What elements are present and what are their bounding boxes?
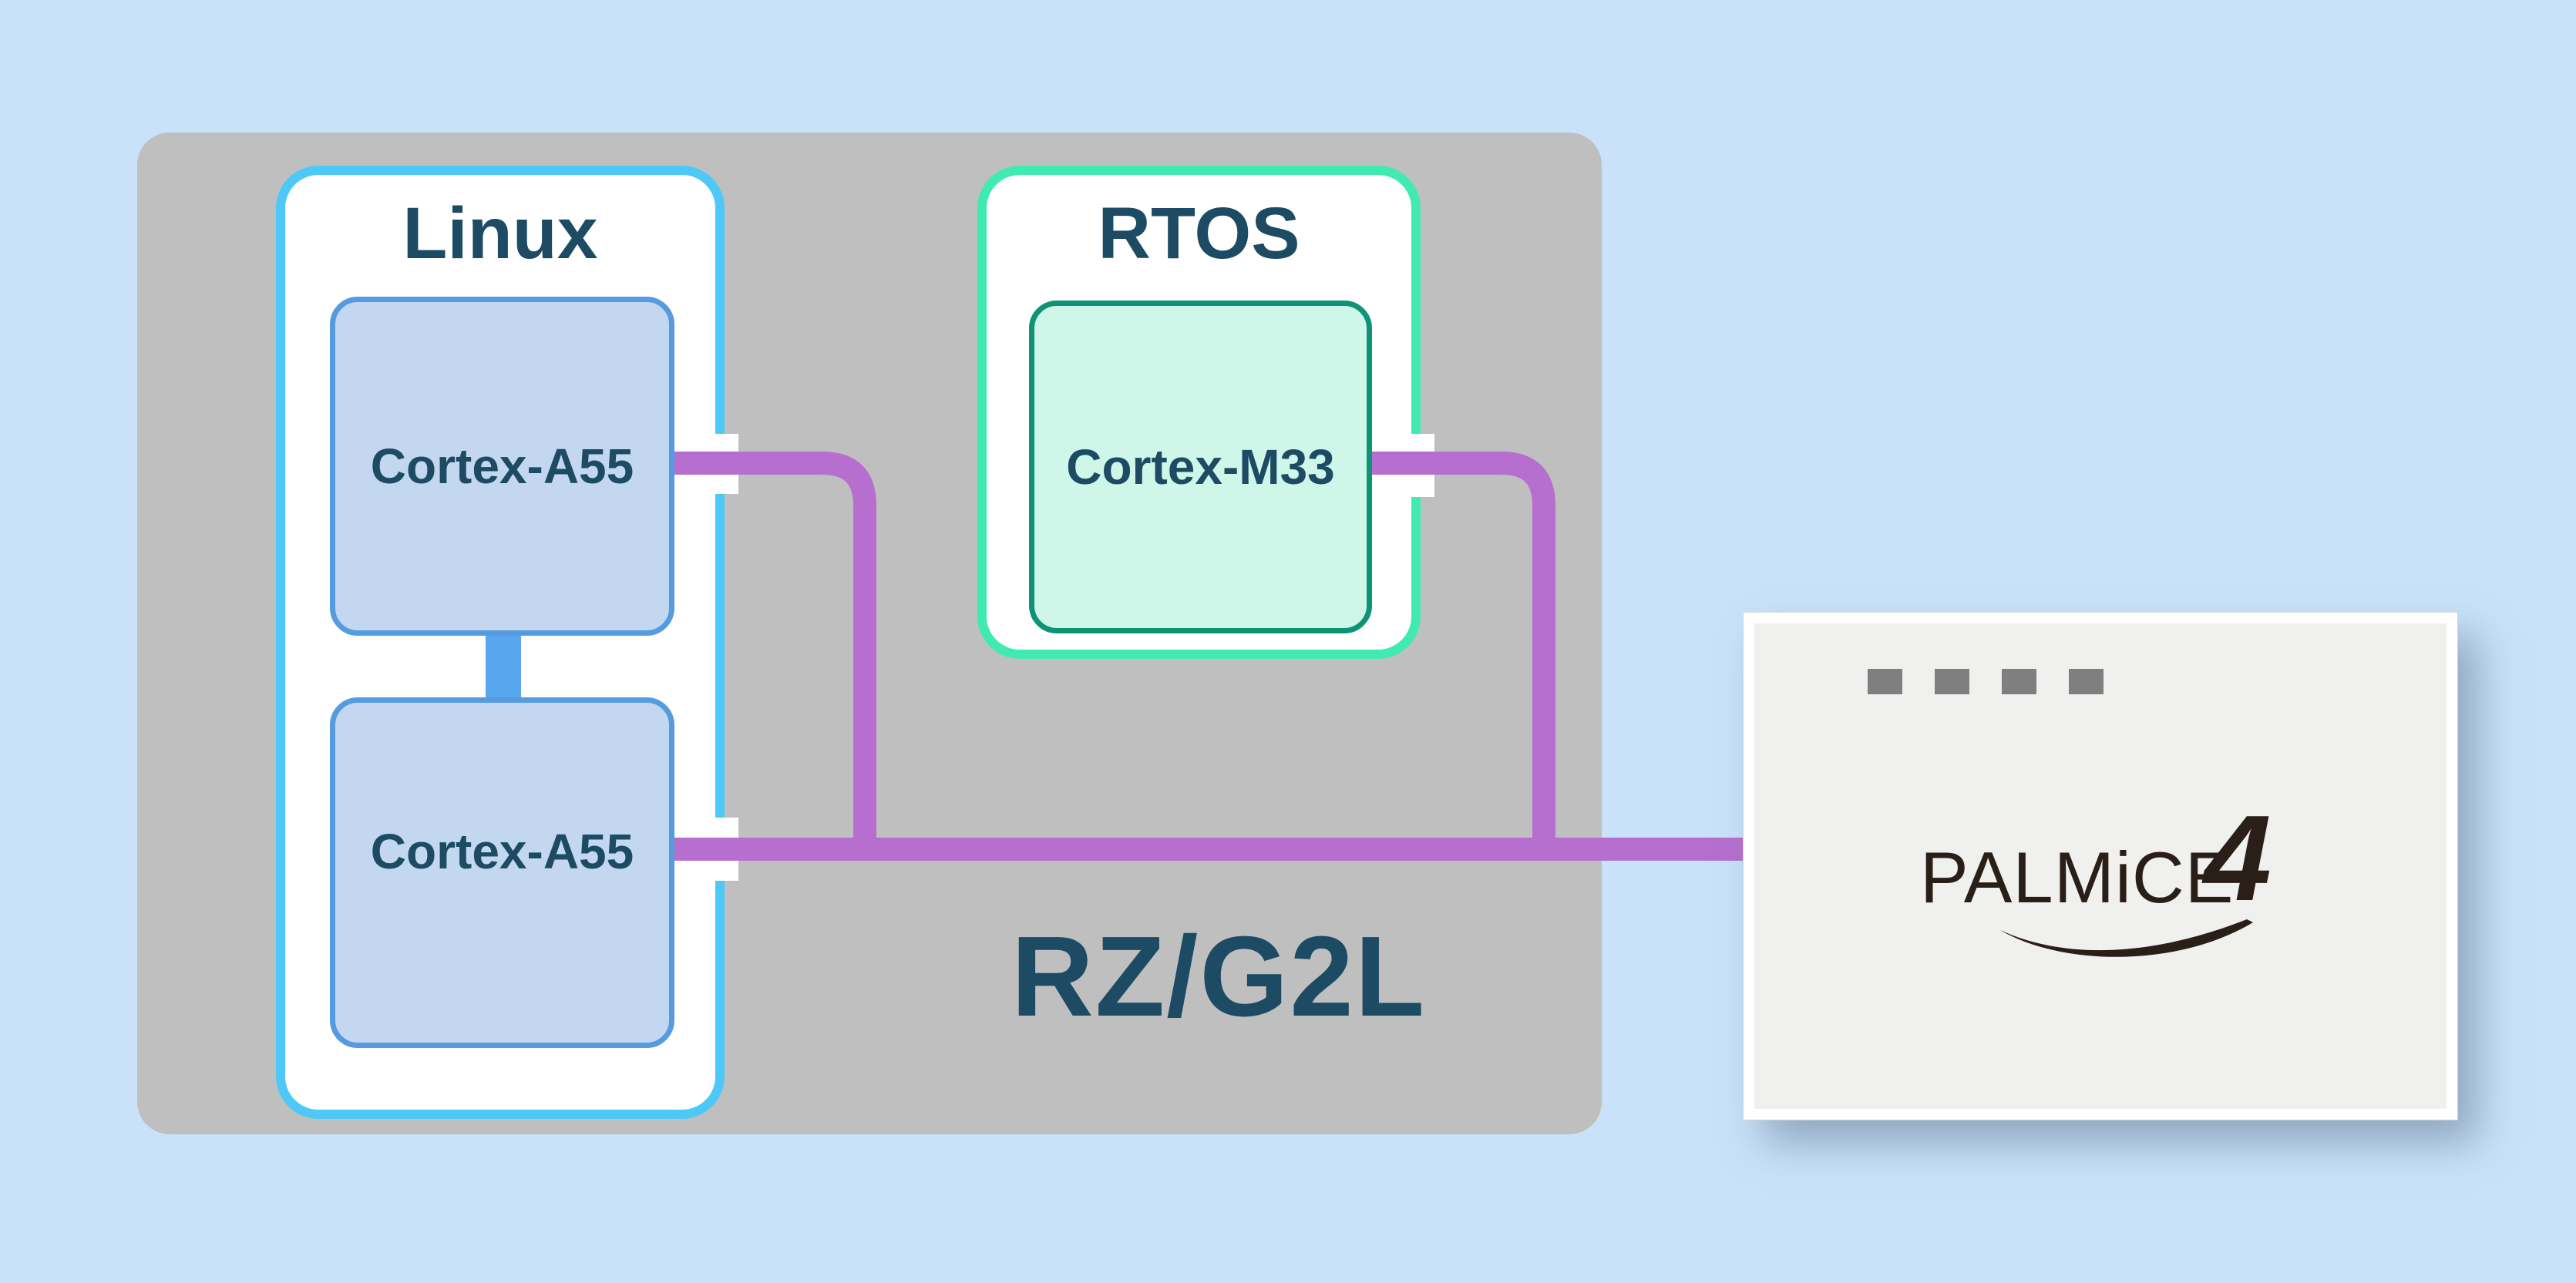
palmice-logo: PALMiCE 4 (1920, 798, 2321, 957)
core-label: Cortex-A55 (370, 438, 634, 494)
linux-domain-title: Linux (402, 193, 598, 274)
vent-pad-icon (1868, 669, 1902, 694)
vent-pads (1868, 669, 2104, 694)
border-notch (706, 434, 738, 494)
soc-chip-label: RZ/G2L (1011, 913, 1427, 1040)
border-notch (706, 818, 738, 881)
cpu-core-box-a55-bottom: Cortex-A55 (330, 697, 674, 1048)
vent-pad-icon (1935, 669, 1969, 694)
debugger-device-box: PALMiCE 4 (1743, 612, 2458, 1120)
logo-swoosh-icon (2000, 919, 2253, 957)
border-notch (1405, 434, 1434, 497)
core-label: Cortex-A55 (370, 823, 634, 879)
core-label: Cortex-M33 (1066, 439, 1335, 495)
vent-pad-icon (2069, 669, 2104, 694)
palmice-model-numeral: 4 (2204, 791, 2272, 926)
vent-pad-icon (2002, 669, 2036, 694)
cpu-core-box-a55-top: Cortex-A55 (330, 297, 674, 636)
core-link-connector (486, 632, 521, 701)
cpu-core-box-m33: Cortex-M33 (1029, 301, 1372, 633)
rtos-domain-title: RTOS (1098, 193, 1300, 274)
palmice-brand-text: PALMiCE (1920, 837, 2235, 918)
